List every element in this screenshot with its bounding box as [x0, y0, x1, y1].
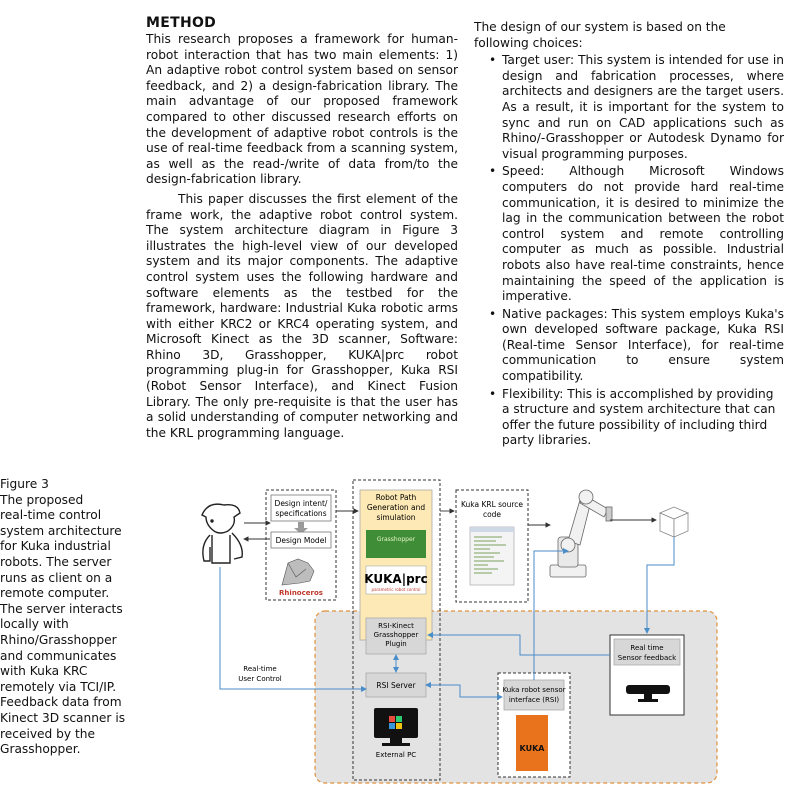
rhino-logo-icon [281, 558, 315, 586]
rsi-server-box [365, 672, 427, 698]
caption-line: with Kuka KRC [0, 664, 88, 679]
caption-line: Kinect 3D scanner is [0, 710, 126, 725]
external-pc-monitor-icon [374, 708, 418, 746]
caption-line: Grasshopper. [0, 742, 81, 757]
rsi-server-label: RSI Server [376, 681, 416, 690]
kinect-sensor-icon [626, 685, 670, 702]
rsi-kinect-label-2: Grasshopper [374, 631, 419, 639]
caption-line: runs as client on a [0, 570, 113, 585]
robot-path-label-2: Generation and [367, 503, 426, 512]
kuka-prc-logo-text: KUKA|prc [364, 572, 427, 586]
design-model-box [270, 531, 332, 549]
rsi-kinect-label: RSI-Kinect [378, 622, 414, 630]
method-paragraph-1: This research proposes a framework for h… [146, 32, 458, 187]
arrow-rsi-server-to-kuka [425, 682, 503, 700]
arrow-kuka-rsi-to-robot [533, 548, 569, 680]
grasshopper-logo-icon [366, 530, 426, 558]
grasshopper-logo-text: Grasshopper [377, 536, 416, 543]
choice-native-packages: Native packages: This system employs Kuk… [489, 307, 784, 385]
caption-line: Feedback data from [0, 695, 122, 710]
figure-caption: Figure 3 The proposed real-time control … [0, 477, 135, 758]
realtime-user-label: Real-time [243, 665, 276, 673]
arrow-sensor-to-plugin [427, 632, 610, 656]
caption-line: The server interacts [0, 601, 123, 616]
rsi-kinect-label-3: Plugin [385, 640, 406, 648]
caption-line: and communicates [0, 648, 117, 663]
method-column: METHOD This research proposes a framewor… [146, 15, 458, 441]
design-choices-column: The design of our system is based on the… [474, 20, 784, 449]
sensor-feedback-box [613, 638, 681, 666]
code-window-icon [469, 526, 515, 586]
sensor-feedback-label-2: Sensor feedback [618, 654, 677, 662]
design-intent-label: Design intent/ [275, 499, 328, 508]
system-architecture-diagram: Design intent/ specifications Design Mod… [201, 479, 718, 784]
design-intent-box [270, 494, 332, 522]
realtime-user-label-2: User Control [238, 675, 282, 683]
caption-line: remotely via TCI/IP. [0, 679, 117, 694]
design-model-label: Design Model [276, 536, 327, 545]
kuka-rsi-label-2: interface (RSI) [509, 696, 560, 704]
krl-source-label-2: code [483, 510, 501, 519]
arrow-user-to-rsi-server [219, 567, 367, 692]
kuka-prc-sub-text: parametric robot control [372, 587, 421, 592]
sensor-feedback-label: Real time [630, 644, 663, 652]
kuka-logo-text: KUKA [520, 744, 546, 753]
kuka-prc-logo-icon [365, 565, 427, 595]
robot-path-box [359, 489, 433, 641]
design-choices-list: Target user: This system is intended for… [474, 53, 784, 449]
down-arrow-icon [294, 522, 308, 534]
grasshopper-frame [352, 479, 441, 781]
arrow-cube-to-sensor [644, 537, 675, 634]
caption-line: received by the [0, 726, 95, 741]
scanned-object-cube-icon [658, 506, 690, 538]
design-intro: The design of our system is based on the… [474, 20, 726, 50]
choice-speed: Speed: Although Microsoft Windows comput… [489, 164, 784, 304]
robot-path-label: Robot Path [376, 493, 417, 502]
caption-line: for Kuka industrial [0, 539, 111, 554]
method-paragraph-2: This paper discusses the first element o… [146, 191, 458, 440]
method-heading: METHOD [146, 15, 217, 31]
caption-line: system architecture [0, 523, 122, 538]
caption-line: real-time control [0, 508, 102, 523]
caption-line: remote computer. [0, 586, 110, 601]
caption-line: robots. The server [0, 554, 112, 569]
kuka-robot-arm-icon [549, 489, 613, 578]
kuka-logo-icon [516, 715, 548, 771]
rhino-logo-text: Rhinoceros [279, 589, 323, 597]
caption-line: Rhino/Grasshopper [0, 632, 117, 647]
kuka-rsi-label: Kuka robot sensor [502, 686, 565, 694]
krl-source-label: Kuka KRL source [461, 500, 523, 509]
design-intent-label-2: specifications [275, 509, 326, 518]
robot-path-label-3: simulation [376, 513, 415, 522]
rsi-kinect-plugin-box [365, 617, 427, 655]
choice-target-user: Target user: This system is intended for… [489, 53, 784, 162]
external-pc-label: External PC [376, 751, 416, 759]
user-person-icon [201, 503, 243, 564]
choice-flexibility: Flexibility: This is accomplished by pro… [489, 387, 784, 449]
kuka-rsi-box [503, 679, 565, 711]
caption-line: The proposed [0, 492, 84, 507]
caption-line: locally with [0, 617, 69, 632]
caption-line: Figure 3 [0, 477, 49, 491]
